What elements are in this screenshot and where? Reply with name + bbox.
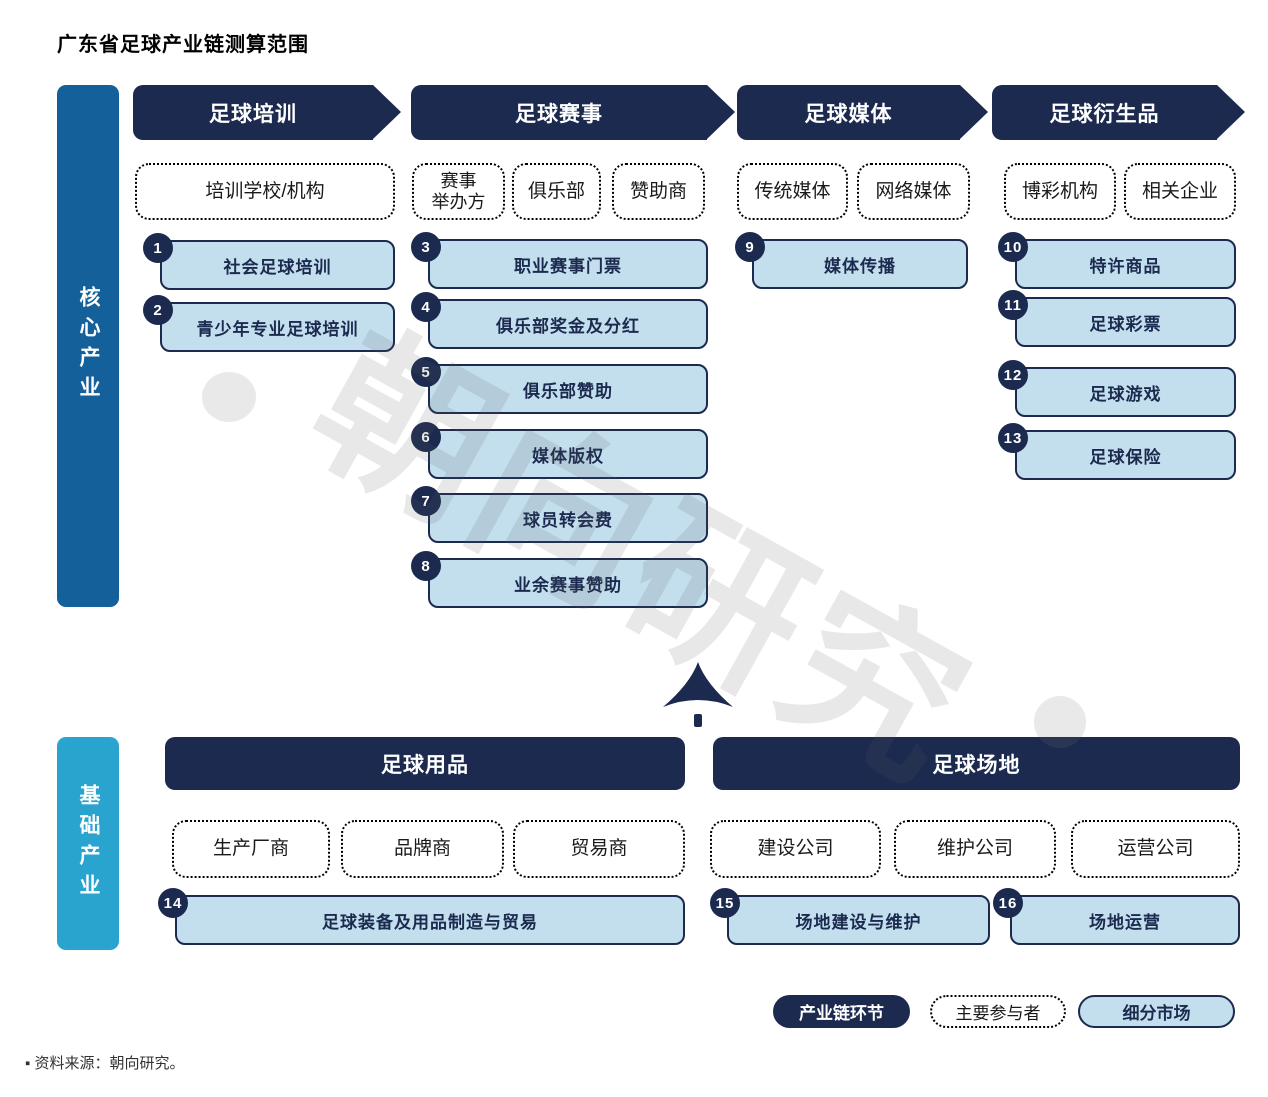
chain-header-label: 足球场地 — [932, 753, 1021, 777]
market-box: 16 场地运营 — [993, 888, 1240, 945]
market-number-badge: 2 — [143, 295, 173, 325]
market-number-badge: 7 — [411, 486, 441, 516]
participant-box: 相关企业 — [1124, 163, 1236, 220]
market-box: 10 特许商品 — [998, 232, 1236, 289]
legend-chain-link: 产业链环节 — [773, 995, 910, 1028]
market-box: 14 足球装备及用品制造与贸易 — [158, 888, 685, 945]
market-number-badge: 3 — [411, 232, 441, 262]
market-label: 特许商品 — [1089, 256, 1162, 276]
market-box: 8 业余赛事赞助 — [411, 551, 708, 608]
market-label: 足球彩票 — [1089, 314, 1162, 334]
legend-main-participant: 主要参与者 — [930, 995, 1066, 1028]
chain-header-training: 足球培训 — [133, 85, 401, 140]
market-number-badge: 13 — [998, 423, 1028, 453]
chain-header-label: 足球赛事 — [515, 102, 603, 126]
market-number-badge: 16 — [993, 888, 1023, 918]
participant-box: 生产厂商 — [172, 820, 330, 878]
participant-box: 俱乐部 — [512, 163, 601, 220]
chain-header-matches: 足球赛事 — [411, 85, 735, 140]
market-box: 3 职业赛事门票 — [411, 232, 708, 289]
market-number-badge: 9 — [735, 232, 765, 262]
watermark-dot — [202, 372, 256, 422]
participant-box: 赛事 举办方 — [412, 163, 505, 220]
market-number-badge: 14 — [158, 888, 188, 918]
participant-box: 博彩机构 — [1004, 163, 1116, 220]
market-box: 2 青少年专业足球培训 — [143, 295, 395, 352]
market-number-badge: 6 — [411, 422, 441, 452]
chain-header-equipment: 足球用品 — [165, 737, 685, 790]
market-box: 11 足球彩票 — [998, 290, 1236, 347]
market-box: 1 社会足球培训 — [143, 233, 395, 290]
page-title: 广东省足球产业链测算范围 — [57, 34, 309, 56]
arrow-tip-icon — [960, 85, 988, 139]
market-box: 15 场地建设与维护 — [710, 888, 990, 945]
market-label: 职业赛事门票 — [514, 256, 622, 276]
participant-box: 运营公司 — [1071, 820, 1240, 878]
market-box: 6 媒体版权 — [411, 422, 708, 479]
chain-header-derivatives: 足球衍生品 — [992, 85, 1245, 140]
market-number-badge: 15 — [710, 888, 740, 918]
market-number-badge: 5 — [411, 357, 441, 387]
market-box: 12 足球游戏 — [998, 360, 1236, 417]
up-arrow-icon — [663, 662, 733, 727]
chain-header-media: 足球媒体 — [737, 85, 988, 140]
participant-box: 维护公司 — [894, 820, 1056, 878]
participant-box: 贸易商 — [513, 820, 685, 878]
participant-box: 网络媒体 — [857, 163, 970, 220]
market-number-badge: 11 — [998, 290, 1028, 320]
core-industry-sidebar: 核心产业 — [57, 85, 119, 607]
market-number-badge: 8 — [411, 551, 441, 581]
market-label: 业余赛事赞助 — [514, 575, 622, 595]
market-label: 媒体版权 — [532, 446, 604, 466]
participant-box: 赞助商 — [612, 163, 705, 220]
participant-box: 品牌商 — [341, 820, 504, 878]
market-label: 场地建设与维护 — [795, 912, 922, 932]
arrow-tip-icon — [707, 85, 735, 139]
market-label: 媒体传播 — [824, 256, 896, 276]
market-label: 足球保险 — [1089, 447, 1162, 467]
arrow-tip-icon — [1217, 85, 1245, 139]
market-label: 球员转会费 — [523, 510, 613, 530]
market-number-badge: 12 — [998, 360, 1028, 390]
market-box: 7 球员转会费 — [411, 486, 708, 543]
market-box: 13 足球保险 — [998, 423, 1236, 480]
legend-market-segment: 细分市场 — [1078, 995, 1235, 1028]
chain-header-label: 足球衍生品 — [1049, 102, 1160, 126]
market-number-badge: 4 — [411, 292, 441, 322]
base-industry-sidebar: 基础产业 — [57, 737, 119, 950]
participant-box: 传统媒体 — [737, 163, 848, 220]
market-label: 场地运营 — [1089, 912, 1161, 932]
arrow-tip-icon — [373, 85, 401, 139]
market-number-badge: 10 — [998, 232, 1028, 262]
chain-header-label: 足球培训 — [209, 102, 297, 126]
market-number-badge: 1 — [143, 233, 173, 263]
market-label: 社会足球培训 — [223, 257, 332, 277]
participant-box: 培训学校/机构 — [135, 163, 395, 220]
market-box: 5 俱乐部赞助 — [411, 357, 708, 414]
market-label: 青少年专业足球培训 — [196, 319, 359, 339]
chain-header-venues: 足球场地 — [713, 737, 1240, 790]
market-label: 俱乐部奖金及分红 — [496, 316, 640, 336]
market-box: 9 媒体传播 — [735, 232, 968, 289]
source-note: ▪ 资料来源：朝向研究。 — [25, 1055, 185, 1072]
participant-box: 建设公司 — [710, 820, 881, 878]
market-label: 足球装备及用品制造与贸易 — [322, 912, 538, 932]
market-label: 俱乐部赞助 — [523, 381, 613, 401]
chain-header-label: 足球用品 — [381, 753, 469, 777]
market-box: 4 俱乐部奖金及分红 — [411, 292, 708, 349]
chain-header-label: 足球媒体 — [804, 102, 893, 126]
market-label: 足球游戏 — [1089, 384, 1162, 404]
